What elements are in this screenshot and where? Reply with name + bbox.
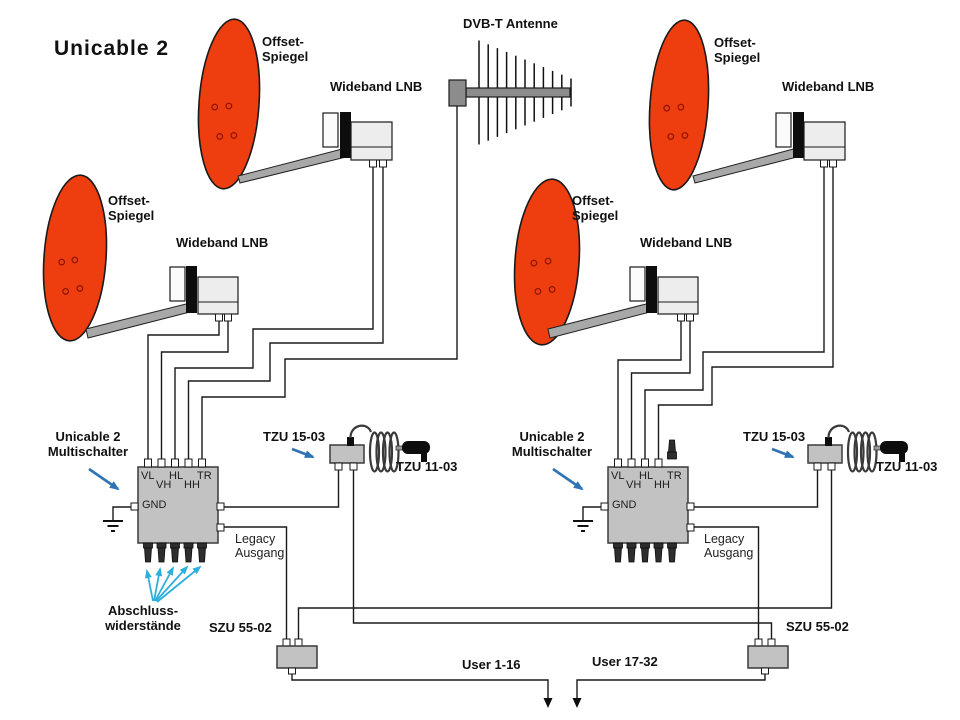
multiswitch-label-right: Unicable 2 Multischalter (511, 429, 593, 459)
port-label-vh-left: VH (156, 479, 172, 491)
port-label-tr-right: TR (667, 470, 682, 482)
tzu-15-03-right (807, 424, 882, 473)
port-label-vl-left: VL (141, 470, 155, 482)
port-label-tr-left: TR (197, 470, 212, 482)
terminators-label: Abschluss- widerstände (105, 603, 181, 633)
port-label-vh-right: VH (626, 479, 642, 491)
szu-55-02-right (747, 638, 789, 675)
wideband-lnb-label-lower-left: Wideband LNB (176, 235, 269, 250)
dvbt-antenna-label: DVB-T Antenne (463, 16, 558, 31)
multiswitch-right (600, 458, 695, 544)
szu-55-02-left (276, 638, 318, 675)
offset-dish-lower-left (42, 174, 108, 342)
feed-arm-upper-right (692, 147, 798, 184)
legacy-output-label-right: Legacy Ausgang (704, 532, 754, 560)
offset-dish-upper-left (197, 18, 261, 190)
offset-spiegel-label-lower-left: Offset- Spiegel (108, 193, 155, 223)
dvbt-antenna-icon (448, 40, 572, 145)
offset-spiegel-label-upper-right: Offset- Spiegel (714, 35, 761, 65)
multiswitch-label-left: Unicable 2 Multischalter (47, 429, 129, 459)
terminator-fan-arrows (144, 565, 202, 603)
ground-symbol-right (573, 520, 593, 532)
coax-wiring (112, 106, 834, 708)
terminators-right-bottom (613, 542, 677, 563)
wideband-lnb-upper-left (322, 112, 393, 168)
tzu-11-03-label-right: TZU 11-03 (876, 459, 938, 474)
feed-arm-upper-left (237, 147, 347, 184)
wideband-lnb-label-upper-left: Wideband LNB (330, 79, 423, 94)
offset-dish-upper-right (648, 19, 710, 191)
port-label-gnd-right: GND (612, 499, 637, 511)
wideband-lnb-lower-right (629, 266, 699, 322)
tzu-11-03-right (880, 441, 908, 462)
offset-spiegel-label-lower-right: Offset- Spiegel (572, 193, 619, 223)
multiswitch-left (130, 458, 225, 544)
offset-spiegel-label-upper-left: Offset- Spiegel (262, 34, 309, 64)
port-label-hh-left: HH (184, 479, 200, 491)
terminators-left-bottom (143, 542, 207, 563)
wideband-lnb-label-upper-right: Wideband LNB (782, 79, 875, 94)
szu-55-02-label-left: SZU 55-02 (209, 620, 272, 635)
tzu-15-03-left (329, 424, 404, 473)
szu-55-02-label-right: SZU 55-02 (786, 619, 849, 634)
pointer-arrows-blue (88, 447, 795, 491)
port-label-vl-right: VL (611, 470, 625, 482)
ground-symbol-left (103, 520, 123, 532)
port-label-hl-right: HL (639, 470, 654, 482)
tzu-11-03-label-left: TZU 11-03 (396, 459, 458, 474)
tzu-15-03-label-right: TZU 15-03 (743, 429, 806, 444)
wideband-lnb-lower-left (169, 266, 239, 322)
offset-dish-lower-right (513, 178, 581, 346)
wideband-lnb-label-lower-right: Wideband LNB (640, 235, 733, 250)
terminator-right-tr-input (667, 439, 677, 460)
port-label-hh-right: HH (654, 479, 670, 491)
tzu-15-03-label-left: TZU 15-03 (263, 429, 326, 444)
feed-arm-lower-left (85, 302, 191, 339)
wideband-lnb-upper-right (775, 112, 846, 168)
page-title: Unicable 2 (54, 37, 170, 60)
tzu-11-03-left (402, 441, 430, 462)
port-label-gnd-left: GND (142, 499, 167, 511)
user-1-16-label: User 1-16 (462, 657, 521, 672)
port-label-hl-left: HL (169, 470, 184, 482)
legacy-output-label-left: Legacy Ausgang (235, 532, 285, 560)
user-17-32-label: User 17-32 (592, 654, 658, 669)
